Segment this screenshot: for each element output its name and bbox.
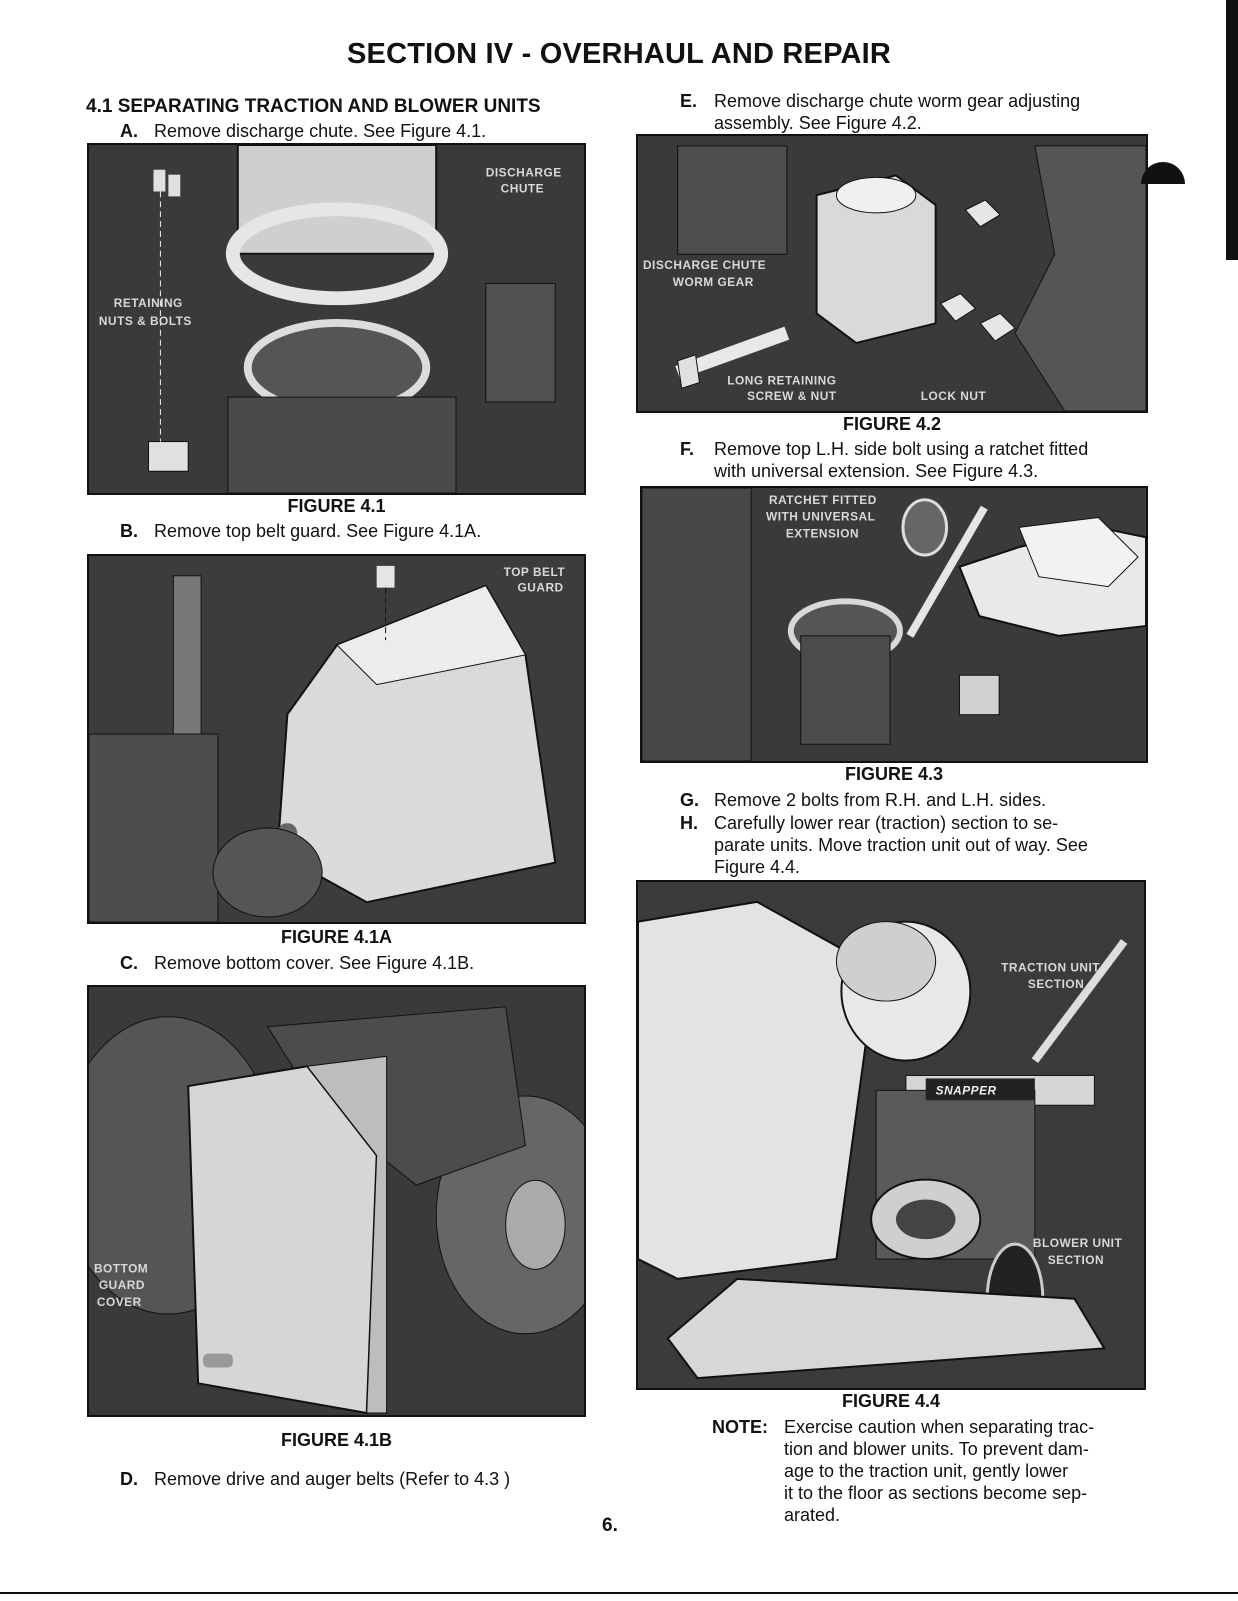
- note-line: tion and blower units. To prevent dam-: [784, 1439, 1089, 1459]
- figure-4-1a-caption: FIGURE 4.1A: [280, 927, 393, 947]
- figure-label: EXTENSION: [786, 526, 859, 540]
- step-letter: H.: [680, 813, 698, 833]
- figure-4-3-illustration: RATCHET FITTED WITH UNIVERSAL EXTENSION: [640, 486, 1148, 763]
- caution-note: NOTE: Exercise caution when separating t…: [712, 1416, 1152, 1526]
- figure-label: GUARD: [99, 1278, 145, 1292]
- figure-4-4-caption: FIGURE 4.4: [841, 1391, 941, 1411]
- figure-4-1-illustration: DISCHARGE CHUTE RETAINING NUTS & BOLTS: [87, 143, 586, 495]
- figure-label: SECTION: [1028, 977, 1084, 991]
- figure-4-1-caption: FIGURE 4.1: [287, 496, 386, 516]
- step-f: F. Remove top L.H. side bolt using a ratc…: [680, 438, 1150, 482]
- note-line: it to the floor as sections become sep-: [784, 1483, 1088, 1503]
- figure-label: LONG RETAINING: [727, 373, 836, 387]
- step-b: B. Remove top belt guard. See Figure 4.1A…: [120, 520, 481, 542]
- figure-4-2-caption: FIGURE 4.2: [842, 414, 942, 434]
- step-letter: B.: [120, 521, 138, 541]
- step-text-line: Remove top L.H. side bolt using a ratche…: [714, 439, 1089, 459]
- step-text: Remove discharge chute. See Figure 4.1.: [154, 121, 487, 141]
- figure-label: RATCHET FITTED: [769, 493, 877, 507]
- page-title: SECTION IV - OVERHAUL AND REPAIR: [346, 38, 892, 70]
- note-line: Exercise caution when separating trac-: [784, 1417, 1095, 1437]
- step-text-line: Remove discharge chute worm gear adjusti…: [714, 91, 1081, 111]
- note-line: arated.: [784, 1505, 841, 1525]
- note-line: age to the traction unit, gently lower: [784, 1461, 1069, 1481]
- step-text: Remove bottom cover. See Figure 4.1B.: [154, 953, 475, 973]
- figure-4-2-illustration: DISCHARGE CHUTE WORM GEAR LONG RETAINING…: [636, 134, 1148, 413]
- figure-label: SNAPPER: [936, 1083, 997, 1097]
- figure-4-1b-caption: FIGURE 4.1B: [280, 1430, 393, 1450]
- step-text: Remove drive and auger belts (Refer to 4…: [154, 1469, 511, 1489]
- step-text-line: Figure 4.4.: [714, 857, 801, 877]
- step-letter: F.: [680, 439, 695, 459]
- step-text-line: assembly. See Figure 4.2.: [714, 113, 922, 133]
- binding-mark: [1141, 162, 1185, 184]
- step-text-line: with universal extension. See Figure 4.3…: [714, 461, 1039, 481]
- scan-edge: [1226, 0, 1238, 260]
- figure-label: SCREW & NUT: [747, 389, 837, 403]
- figure-label: COVER: [97, 1295, 142, 1309]
- step-text: Remove 2 bolts from R.H. and L.H. sides.: [714, 790, 1047, 810]
- bottom-rule: [0, 1592, 1238, 1594]
- step-a: A. Remove discharge chute. See Figure 4.1…: [120, 120, 486, 142]
- step-h: H. Carefully lower rear (traction) sectio…: [680, 812, 1150, 878]
- step-text-line: parate units. Move traction unit out of …: [714, 835, 1088, 855]
- page-number: 6.: [602, 1515, 618, 1536]
- step-letter: C.: [120, 953, 138, 973]
- figure-label: DISCHARGE CHUTE: [643, 258, 766, 272]
- figure-4-1a-illustration: TOP BELT GUARD: [87, 554, 586, 924]
- step-d: D. Remove drive and auger belts (Refer to…: [120, 1468, 510, 1490]
- figure-label: BOTTOM: [94, 1261, 148, 1275]
- step-letter: A.: [120, 121, 138, 141]
- figure-label: TRACTION UNIT: [1001, 960, 1100, 974]
- step-text: Remove top belt guard. See Figure 4.1A.: [154, 521, 482, 541]
- step-letter: E.: [680, 91, 698, 111]
- step-text-line: Carefully lower rear (traction) section …: [714, 813, 1059, 833]
- figure-label: DISCHARGE: [486, 166, 562, 180]
- figure-4-3-caption: FIGURE 4.3: [844, 764, 944, 784]
- figure-label: LOCK NUT: [921, 389, 987, 403]
- step-letter: G.: [680, 790, 700, 810]
- figure-label: CHUTE: [501, 181, 544, 195]
- figure-label: WITH UNIVERSAL: [766, 510, 875, 524]
- figure-4-1b-illustration: BOTTOM GUARD COVER: [87, 985, 586, 1417]
- figure-label: NUTS & BOLTS: [99, 314, 192, 328]
- figure-label: SECTION: [1048, 1253, 1104, 1267]
- step-letter: D.: [120, 1469, 138, 1489]
- figure-label: WORM GEAR: [673, 275, 754, 289]
- note-label: NOTE:: [712, 1417, 768, 1437]
- figure-label: RETAINING: [114, 296, 183, 310]
- figure-label: TOP BELT: [504, 565, 566, 579]
- step-g: G. Remove 2 bolts from R.H. and L.H. side…: [680, 789, 1150, 811]
- figure-label: BLOWER UNIT: [1033, 1236, 1123, 1250]
- section-heading: 4.1 SEPARATING TRACTION AND BLOWER UNITS: [86, 96, 541, 117]
- step-c: C. Remove bottom cover. See Figure 4.1B.: [120, 952, 474, 974]
- step-e: E. Remove discharge chute worm gear adjus…: [680, 90, 1150, 134]
- figure-4-4-illustration: SNAPPER TRACTION UNIT SECTION BLOWER UNI…: [636, 880, 1146, 1390]
- figure-label: GUARD: [518, 581, 564, 595]
